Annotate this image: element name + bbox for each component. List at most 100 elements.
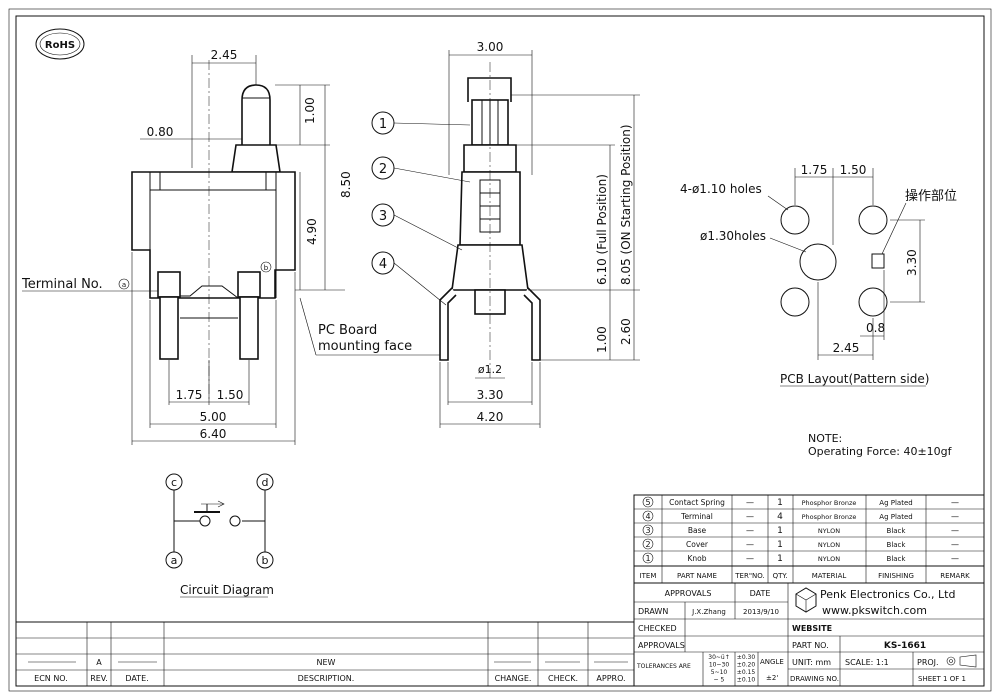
tb-drawn-date: 2013/9/10	[743, 608, 779, 616]
bom-part-name: Cover	[686, 540, 709, 549]
dim-8-50: 8.50	[339, 171, 353, 198]
tb-drawing-no: DRAWING NO.	[790, 675, 839, 683]
side-terminal-right	[523, 287, 541, 361]
node-b: b	[262, 554, 269, 567]
tolerance-range: 30~ü↑	[708, 654, 730, 661]
bom-qty: 1	[777, 498, 783, 508]
bom-ter-no: —	[746, 526, 754, 535]
dim-1-00: 1.00	[303, 97, 317, 124]
svg-text:3: 3	[379, 209, 387, 224]
side-view: 3.00 1 2 3 4 6.10 (Full	[371, 40, 640, 428]
tolerance-range: 5~10	[711, 669, 728, 676]
revision-header: DATE.	[125, 674, 148, 683]
tolerance-value: ±0.30	[737, 654, 756, 661]
pc-board-label: PC Board	[318, 323, 377, 338]
bom-ter-no: —	[746, 498, 754, 507]
bom-part-name: Knob	[687, 554, 706, 563]
dim-4-20: 4.20	[477, 410, 504, 424]
bom-finishing: Black	[887, 527, 907, 535]
revision-header: CHECK.	[548, 674, 578, 683]
outer-border	[8, 8, 992, 692]
projection-symbol	[946, 654, 977, 668]
tb-part-no-label: PART NO.	[792, 641, 829, 650]
front-terminal-b	[239, 296, 259, 360]
revision-header: ECN NO.	[34, 674, 68, 683]
tb-sheet: SHEET 1 OF 1	[918, 675, 966, 683]
bom-remark: —	[951, 512, 959, 521]
tb-unit: UNIT: mm	[792, 658, 831, 667]
pcb-dim-1-75: 1.75	[801, 163, 828, 177]
front-view: b 2.45 0.80 1.00 8.50 4.90 Terminal No. …	[21, 48, 440, 445]
tb-drawn-by: J.X.Zhang	[691, 608, 726, 616]
tb-approvals2: APPROVALS	[638, 641, 685, 650]
balloon-3: 3	[371, 203, 463, 251]
balloon-4: 4	[371, 251, 447, 306]
tolerance-range: ~ 5	[714, 677, 725, 684]
tb-angle: ANGLE	[760, 658, 784, 666]
side-terminal-left	[439, 287, 457, 361]
bom-material: NYLON	[818, 555, 840, 563]
bom-header: TER"NO.	[734, 572, 764, 580]
bom-material: Phosphor Bronze	[802, 499, 857, 507]
dim-3-00: 3.00	[477, 40, 504, 54]
operating-part-mark	[871, 253, 885, 269]
tb-checked: CHECKED	[638, 624, 677, 633]
rev-desc: NEW	[317, 658, 336, 667]
pcb-holes-4: 4-ø1.10 holes	[680, 182, 762, 196]
bom-remark: —	[951, 554, 959, 563]
bom-remark: —	[951, 498, 959, 507]
pcb-layout: 1.75 1.50 4-ø1.10 holes ø1.30holes 操作部位 …	[680, 163, 957, 387]
bom-item-number: 5	[645, 498, 650, 507]
svg-text:4: 4	[379, 257, 387, 272]
pcb-hole-center	[799, 243, 837, 281]
tb-tolerances: TOLERANCES ARE	[636, 663, 691, 670]
tb-approvals: APPROVALS	[665, 589, 712, 598]
balloon-2: 2	[371, 156, 471, 183]
tb-part-no: KS-1661	[884, 641, 926, 651]
bom-item-number: 1	[645, 554, 650, 563]
pcb-hole-1	[780, 205, 810, 235]
mounting-face-label: mounting face	[318, 339, 412, 354]
bom-part-name: Contact Spring	[669, 498, 725, 507]
dim-full-position: 6.10 (Full Position)	[595, 174, 609, 285]
tb-proj: PROJ.	[917, 658, 939, 667]
revision-header: CHANGE.	[495, 674, 532, 683]
revision-header: DESCRIPTION.	[298, 674, 355, 683]
bom-qty: 1	[777, 526, 783, 536]
tb-date: DATE	[750, 589, 771, 598]
pcb-hole-2	[858, 205, 888, 235]
bom-finishing: Ag Plated	[879, 513, 912, 521]
operating-part-label: 操作部位	[905, 188, 957, 204]
bom-remark: —	[951, 540, 959, 549]
node-c: c	[171, 476, 177, 489]
tolerance-value: ±0.10	[737, 677, 756, 684]
dim-5-00: 5.00	[200, 410, 227, 424]
bom-table: 5 Contact Spring — 1 Phosphor Bronze Ag Plate…	[633, 494, 985, 584]
terminal-b-mark: b	[264, 264, 269, 272]
node-a: a	[171, 554, 178, 567]
node-d: d	[262, 476, 269, 489]
front-stem	[231, 144, 281, 173]
bom-material: NYLON	[818, 527, 840, 535]
bom-item-number: 4	[645, 512, 650, 521]
pcb-layout-caption: PCB Layout(Pattern side)	[780, 372, 929, 386]
pcb-dim-1-50: 1.50	[840, 163, 867, 177]
bom-header: ITEM	[640, 572, 657, 580]
circuit-diagram: c d a b Circuit Diagram	[165, 473, 274, 598]
bom-remark: —	[951, 526, 959, 535]
bom-qty: 4	[777, 512, 783, 522]
dim-4-90: 4.90	[305, 218, 319, 245]
terminal-no-label: Terminal No.	[21, 277, 103, 292]
tolerance-value: ±0.15	[737, 669, 756, 676]
circuit-caption: Circuit Diagram	[180, 583, 274, 597]
note-title: NOTE:	[808, 432, 842, 445]
front-terminal-a	[159, 296, 179, 360]
rohs-text: RoHS	[45, 40, 75, 51]
bom-qty: 1	[777, 554, 783, 564]
pcb-hole-3	[780, 287, 810, 317]
revision-header: REV.	[90, 674, 108, 683]
bom-header: QTY.	[773, 572, 788, 580]
rev-value: A	[96, 658, 102, 667]
company-logo	[795, 587, 817, 613]
